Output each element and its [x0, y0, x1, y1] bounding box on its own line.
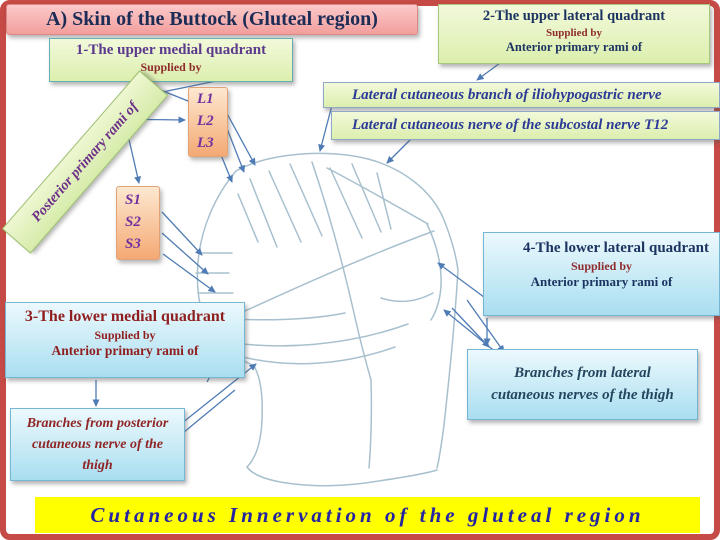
nerve-subcostal-label: Lateral cutaneous nerve of the subcostal…	[331, 111, 720, 140]
arrow-sketch-to-branches-lateral-1	[451, 307, 490, 348]
quadrant-3-supplied: Supplied by	[94, 327, 156, 342]
arrow-l2-to-sketch	[225, 125, 245, 173]
quadrant-4-box: 4-The lower lateral quadrant Supplied by…	[483, 232, 720, 316]
quadrant-2-supplied: Supplied by	[546, 26, 602, 39]
lumbar-root-l2: L2	[197, 113, 214, 130]
quadrant-3-rami: Anterior primary rami of	[51, 343, 199, 359]
lumbar-roots-box: L1 L2 L3	[188, 87, 228, 157]
slide-title: A) Skin of the Buttock (Gluteal region)	[6, 4, 418, 35]
lumbar-root-l3: L3	[197, 134, 214, 151]
quadrant-3-title: 3-The lower medial quadrant	[24, 308, 226, 325]
quadrant-2-box: 2-The upper lateral quadrant Supplied by…	[438, 4, 710, 64]
quadrant-4-supplied: Supplied by	[570, 258, 633, 273]
branches-posterior-box: Branches from posterior cutaneous nerve …	[10, 408, 185, 481]
quadrant-2-title: 2-The upper lateral quadrant	[482, 8, 666, 24]
quadrant-2-rami: Anterior primary rami of	[505, 40, 643, 55]
quadrant-3-box: 3-The lower medial quadrant Supplied by …	[5, 302, 245, 378]
quadrant-1-title: 1-The upper medial quadrant	[75, 42, 267, 58]
arrow-nerve2-to-sketch	[386, 136, 414, 164]
arrow-l1-to-sketch	[223, 107, 256, 166]
arrow-q2-to-nerve1	[476, 62, 501, 81]
quadrant-1-supplied: Supplied by	[140, 59, 202, 74]
nerve-iliohypogastric-label: Lateral cutaneous branch of iliohypogast…	[323, 82, 720, 108]
arrow-sketch-to-branches-lateral-2	[466, 299, 505, 353]
sacral-roots-box: S1 S2 S3	[116, 186, 160, 260]
sacral-root-s1: S1	[125, 192, 141, 209]
slide-footer: Cutaneous Innervation of the gluteal reg…	[35, 497, 700, 533]
arrow-s1-to-sketch	[161, 211, 203, 256]
branches-lateral-box: Branches from lateral cutaneous nerves o…	[467, 349, 698, 420]
sacral-root-s2: S2	[125, 214, 141, 231]
quadrant-4-rami: Anterior primary rami of	[530, 274, 673, 290]
quadrant-4-title: 4-The lower lateral quadrant	[523, 240, 709, 256]
arrow-s2-to-sketch	[161, 232, 209, 275]
sacral-root-s3: S3	[125, 235, 141, 252]
quadrant-1-box: 1-The upper medial quadrant Supplied by	[49, 38, 293, 82]
arrow-s3-to-sketch	[162, 253, 216, 293]
lumbar-root-l1: L1	[197, 91, 214, 108]
